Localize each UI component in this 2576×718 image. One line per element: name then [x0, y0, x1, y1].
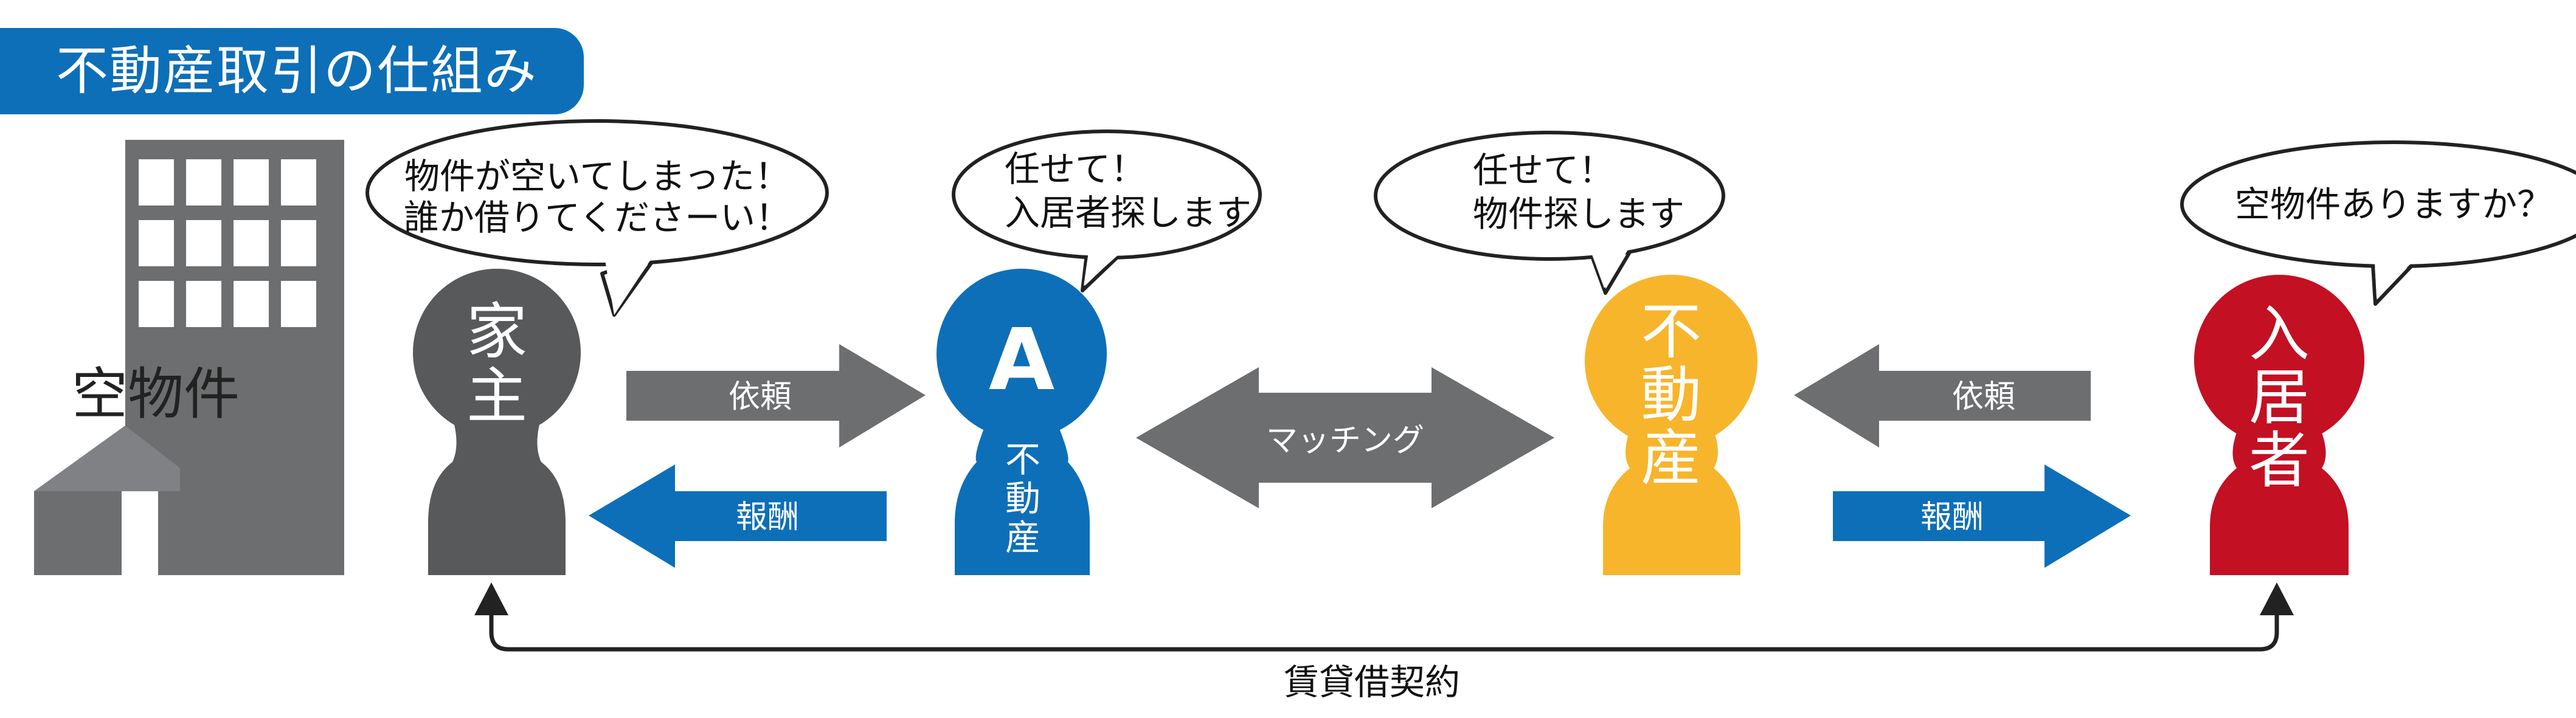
- request-arrow-left: 依頼: [626, 344, 926, 447]
- landlord-speech-line-1: 物件が空いてしまった！: [404, 156, 790, 197]
- agent-a-speech-line-1: 任せて！: [1005, 148, 1146, 190]
- agent-b-figure: 不 動 産: [1585, 275, 1757, 575]
- tenant-figure: 入 居 者: [2194, 275, 2364, 575]
- tenant-char-3: 者: [2249, 425, 2310, 496]
- tenant-speech-line: 空物件ありますか？: [2235, 184, 2552, 225]
- matching-double-arrow: マッチング: [1136, 367, 1554, 508]
- landlord-speech-line-2: 誰か借りてくださーい！: [404, 197, 791, 238]
- building-windows: [139, 159, 316, 327]
- contract-arrowhead-left: [474, 582, 508, 615]
- speech-bubble-agent-a: 任せて！ 入居者探します: [952, 129, 1262, 292]
- agent-a-head: [937, 269, 1107, 439]
- agent-a-char-2: 動: [1005, 478, 1040, 519]
- agent-a-figure: A 不 動 産: [937, 269, 1107, 575]
- agent-a-letter: A: [989, 311, 1054, 410]
- landlord-char-1: 家: [466, 296, 527, 367]
- page-title: 不動産取引の仕組み: [0, 28, 584, 114]
- agent-b-char-3: 産: [1641, 423, 1702, 494]
- agent-a-speech-line-2: 入居者探します: [1005, 192, 1252, 233]
- tenant-char-1: 入: [2249, 299, 2310, 370]
- agent-a-char-3: 産: [1005, 517, 1040, 558]
- agent-b-char-2: 動: [1641, 359, 1702, 430]
- lease-contract-connector: 賃貸借契約: [474, 582, 2294, 703]
- landlord-figure: 家 主: [413, 269, 581, 575]
- agent-b-char-1: 不: [1641, 296, 1702, 367]
- reward-arrow-left: 報酬: [589, 464, 887, 568]
- agent-b-speech-line-2: 物件探します: [1473, 193, 1684, 235]
- speech-bubble-tenant: 空物件ありますか？: [2180, 140, 2576, 306]
- lease-contract-label: 賃貸借契約: [1284, 661, 1460, 703]
- tenant-char-2: 居: [2249, 362, 2310, 433]
- reward-label-right: 報酬: [1920, 499, 1984, 536]
- reward-label-left: 報酬: [736, 499, 799, 536]
- landlord-head: [413, 269, 581, 437]
- landlord-char-2: 主: [466, 361, 527, 432]
- vacant-property-label: 空物件: [72, 362, 240, 427]
- request-label-left: 依頼: [729, 379, 792, 415]
- building-icon: 空物件: [34, 140, 344, 575]
- tenant-head: [2194, 275, 2364, 445]
- speech-bubble-landlord: 物件が空いてしまった！ 誰か借りてくださーい！: [365, 119, 829, 317]
- agent-a-char-1: 不: [1005, 439, 1040, 480]
- agent-a-body: [955, 426, 1090, 575]
- agent-b-body: [1603, 430, 1740, 575]
- request-label-right: 依頼: [1952, 379, 2015, 415]
- reward-arrow-right: 報酬: [1833, 464, 2131, 568]
- house-door: [122, 491, 158, 575]
- matching-label: マッチング: [1266, 423, 1424, 459]
- speech-bubble-agent-b: 任せて！ 物件探します: [1374, 131, 1725, 295]
- request-arrow-right: 依頼: [1794, 344, 2091, 447]
- contract-arrowhead-right: [2260, 582, 2294, 615]
- agent-b-head: [1585, 275, 1757, 447]
- agent-b-speech-line-1: 任せて！: [1473, 150, 1614, 191]
- tenant-body: [2210, 429, 2349, 575]
